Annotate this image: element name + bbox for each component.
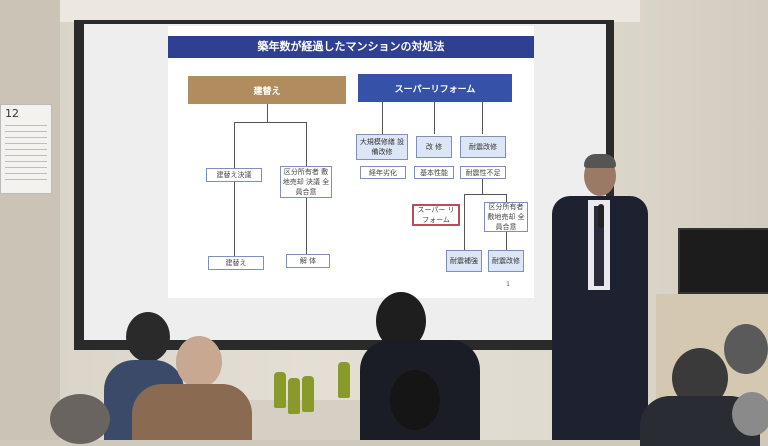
connector-line (464, 194, 465, 250)
node-seismic-retrofit: 耐震改修 (460, 136, 506, 158)
audience-body (132, 384, 252, 440)
node-seismic-renovation: 耐震改修 (488, 250, 524, 272)
speaker-hair (584, 154, 616, 168)
node-seismic-reinforcement: 耐震補強 (446, 250, 482, 272)
handheld-microphone (598, 204, 604, 228)
tea-bottle (288, 378, 300, 414)
slide-title: 築年数が経過したマンションの対処法 (168, 36, 534, 58)
left-header: 建替え (188, 76, 346, 104)
calendar-month: 12 (5, 107, 19, 120)
node-seismic-shortfall: 耐震性不足 (460, 166, 506, 179)
audience-head (126, 312, 170, 362)
tea-bottle (274, 372, 286, 408)
node-rebuild: 建替え (208, 256, 264, 270)
connector-line (267, 104, 268, 122)
audience-head (724, 324, 768, 374)
node-site-sale: 区分所有者 敷地売却 決議 全員合意 (280, 166, 332, 198)
connector-line (306, 122, 307, 166)
audience-area (40, 292, 768, 446)
connector-line (234, 122, 235, 168)
ceiling-beam (60, 0, 640, 22)
audience-head (732, 392, 768, 436)
wall-calendar: 12 (0, 104, 52, 194)
connector-line (434, 102, 435, 134)
projected-slide: 築年数が経過したマンションの対処法 建替え スーパーリフォーム 建替え決議 区分… (168, 26, 534, 298)
computer-monitor (678, 228, 768, 294)
tea-bottle (338, 362, 350, 398)
connector-line (234, 122, 306, 123)
connector-line (382, 102, 383, 134)
left-pillar (0, 0, 60, 440)
audience-head (50, 394, 110, 444)
slide-page-number: 1 (506, 281, 510, 288)
calendar-grid (5, 125, 47, 185)
speaker-tie (594, 206, 604, 286)
node-demolition: 解 体 (286, 254, 330, 268)
node-major-repair: 大規模修繕 設備改修 (356, 134, 408, 160)
audience-head (176, 336, 222, 388)
node-owners-agreement: 区分所有者 敷地売却 全員合意 (484, 202, 528, 232)
tea-bottle (302, 376, 314, 412)
right-header: スーパーリフォーム (358, 74, 512, 102)
connector-line (306, 198, 307, 256)
connector-line (482, 102, 483, 134)
node-super-reform: スーパー リフォーム (412, 204, 460, 226)
audience-head (390, 370, 440, 430)
connector-line (482, 178, 483, 194)
connector-line (234, 182, 235, 256)
node-basic-performance: 基本性能 (414, 166, 454, 179)
node-rebuild-resolution: 建替え決議 (206, 168, 262, 182)
node-renovation: 改 修 (416, 136, 452, 158)
node-aging: 経年劣化 (360, 166, 406, 179)
connector-line (464, 194, 506, 195)
